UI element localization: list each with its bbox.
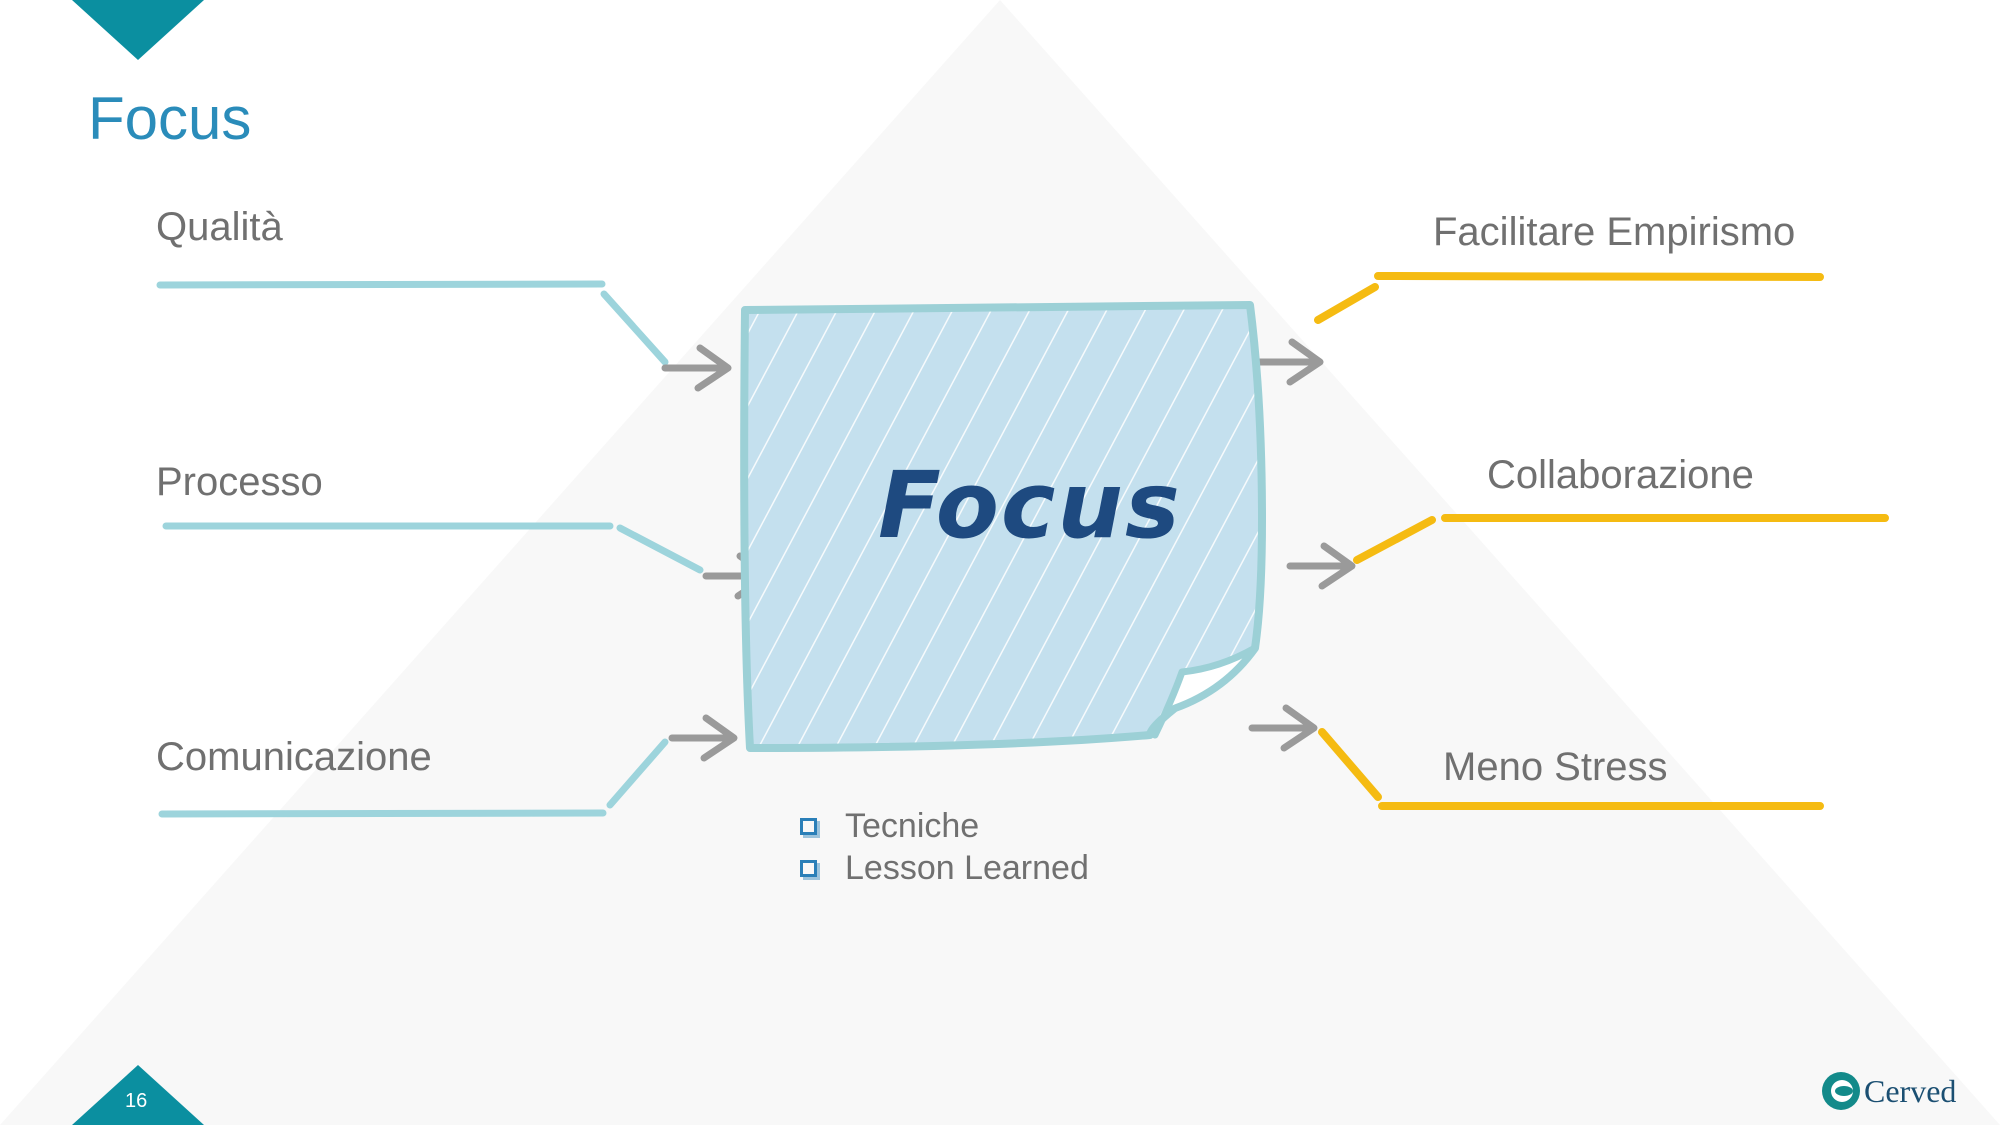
bullet-text: Lesson Learned [845, 848, 1089, 887]
sticky-note [740, 301, 1266, 752]
arrow-collaborazione [1286, 542, 1356, 590]
output-line-facilitare [1314, 272, 1824, 324]
output-line-collaborazione [1353, 514, 1889, 564]
arrow-facilitare [1254, 338, 1324, 386]
page-number: 16 [125, 1090, 148, 1112]
cerved-logo: Cerved [1822, 1072, 1956, 1110]
input-label-comunicazione: Comunicazione [156, 735, 432, 779]
arrow-comunicazione [668, 714, 738, 762]
input-line-qualita [156, 280, 669, 366]
bullet-list: Tecniche Lesson Learned [800, 805, 1089, 889]
cerved-logo-text: Cerved [1864, 1072, 1957, 1109]
output-label-facilitare: Facilitare Empirismo [1433, 210, 1796, 254]
center-focus-word: Focus [878, 452, 1182, 559]
arrow-meno-stress [1248, 704, 1318, 752]
checkbox-square-icon [800, 817, 817, 835]
bullet-item: Lesson Learned [800, 847, 1089, 889]
bullet-text: Tecniche [845, 806, 980, 845]
output-label-collaborazione: Collaborazione [1487, 453, 1754, 497]
input-label-processo: Processo [156, 460, 323, 504]
input-label-qualita: Qualità [156, 205, 283, 249]
output-lines [1314, 272, 1889, 810]
input-line-processo [162, 522, 704, 574]
corner-triangle-top [72, 0, 204, 60]
input-line-comunicazione [158, 738, 669, 818]
slide-title: Focus [88, 85, 252, 152]
cerved-logo-icon [1822, 1072, 1860, 1110]
output-line-meno-stress [1318, 728, 1824, 810]
output-label-meno-stress: Meno Stress [1443, 745, 1668, 789]
sticky-note-curl [1150, 644, 1259, 739]
arrow-qualita [661, 344, 732, 392]
input-lines [156, 280, 704, 818]
bullet-item: Tecniche [800, 805, 1089, 847]
corner-triangle-bottom [72, 1065, 204, 1125]
checkbox-square-icon [800, 859, 817, 877]
